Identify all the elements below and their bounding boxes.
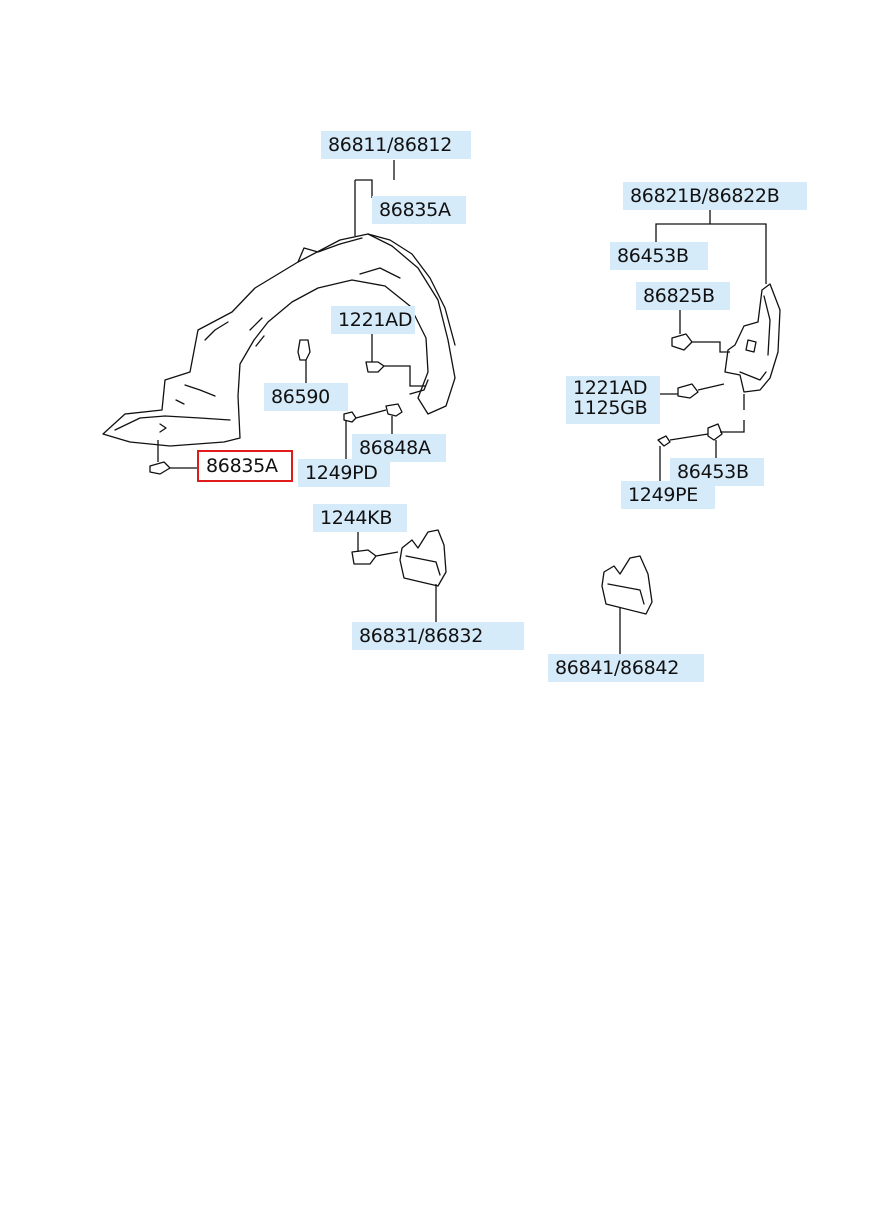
rear-mud-flap [601, 555, 653, 615]
label-1244kb[interactable]: 1244KB [313, 504, 407, 532]
label-86453b-top[interactable]: 86453B [610, 242, 708, 270]
front-mud-flap [399, 529, 447, 587]
label-86590[interactable]: 86590 [264, 383, 348, 411]
label-1125gb: 1125GB [573, 397, 648, 419]
label-86453b-bottom[interactable]: 86453B [670, 458, 764, 486]
label-86825b[interactable]: 86825B [636, 282, 730, 310]
label-1249pd[interactable]: 1249PD [298, 459, 390, 487]
label-1221ad-1125gb[interactable]: 1221AD 1125GB [566, 376, 660, 424]
label-86848a[interactable]: 86848A [352, 434, 446, 462]
label-86841-86842[interactable]: 86841/86842 [548, 654, 704, 682]
label-86835a-top[interactable]: 86835A [372, 196, 466, 224]
front-wheel-guard-liner [102, 233, 456, 447]
label-1221ad-right: 1221AD [573, 377, 648, 399]
leader-lines [157, 160, 767, 656]
label-86835a-selected[interactable]: 86835A [197, 450, 293, 482]
label-86811-86812[interactable]: 86811/86812 [321, 131, 471, 159]
label-1221ad-left[interactable]: 1221AD [331, 306, 415, 334]
label-86831-86832[interactable]: 86831/86832 [352, 622, 524, 650]
label-86821b-86822b[interactable]: 86821B/86822B [623, 182, 807, 210]
label-1249pe[interactable]: 1249PE [621, 481, 715, 509]
fasteners [149, 333, 723, 565]
rear-wheel-guard [724, 283, 781, 393]
